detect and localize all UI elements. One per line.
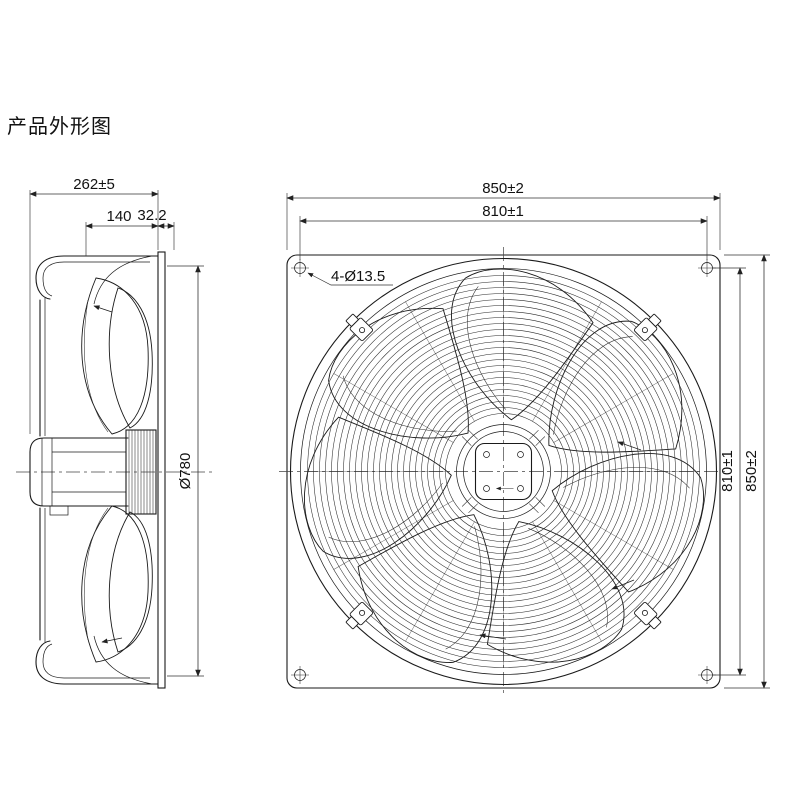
dim-mounting-holes: 4-Ø13.5 <box>331 268 385 285</box>
guard-rim <box>300 268 707 675</box>
side-motor-ribs <box>125 429 157 515</box>
dim-hole-pitch-vertical: 810±1 <box>719 450 736 492</box>
guard-spokes <box>307 275 700 668</box>
rotation-arrow <box>617 441 642 451</box>
dim-plate-height: 850±2 <box>743 450 760 492</box>
front-view <box>279 247 729 696</box>
hub <box>456 424 551 519</box>
dim-impeller-diameter: Ø780 <box>177 453 194 490</box>
page-title: 产品外形图 <box>7 116 112 138</box>
rotation-arrow <box>101 637 123 644</box>
rotation-arrow <box>93 305 113 313</box>
side-impeller-blades <box>81 277 153 663</box>
front-view-dimensions: 850±2 810±1 810±1 850±2 4-Ø13.5 <box>286 180 770 689</box>
fan-opening <box>289 257 718 686</box>
motor-terminal-box <box>49 505 69 516</box>
bellmouth-inlet <box>35 255 65 685</box>
dim-total-depth: 262±5 <box>73 176 115 193</box>
side-view-dimensions: 262±5 140 32.2 Ø780 <box>29 176 204 677</box>
dim-casing-depth: 140 <box>106 208 131 225</box>
mounting-holes <box>291 259 716 684</box>
side-motor <box>29 437 129 516</box>
side-view <box>16 251 214 689</box>
rotation-arrow <box>611 579 635 590</box>
dim-hole-pitch-horizontal: 810±1 <box>482 203 524 220</box>
dim-plate-offset: 32.2 <box>137 207 166 224</box>
guard-clips <box>345 313 662 630</box>
side-mounting-plate <box>157 251 166 689</box>
rotation-arrow <box>479 633 507 640</box>
hole-callout-leader <box>307 272 393 286</box>
dim-plate-width: 850±2 <box>482 180 524 197</box>
